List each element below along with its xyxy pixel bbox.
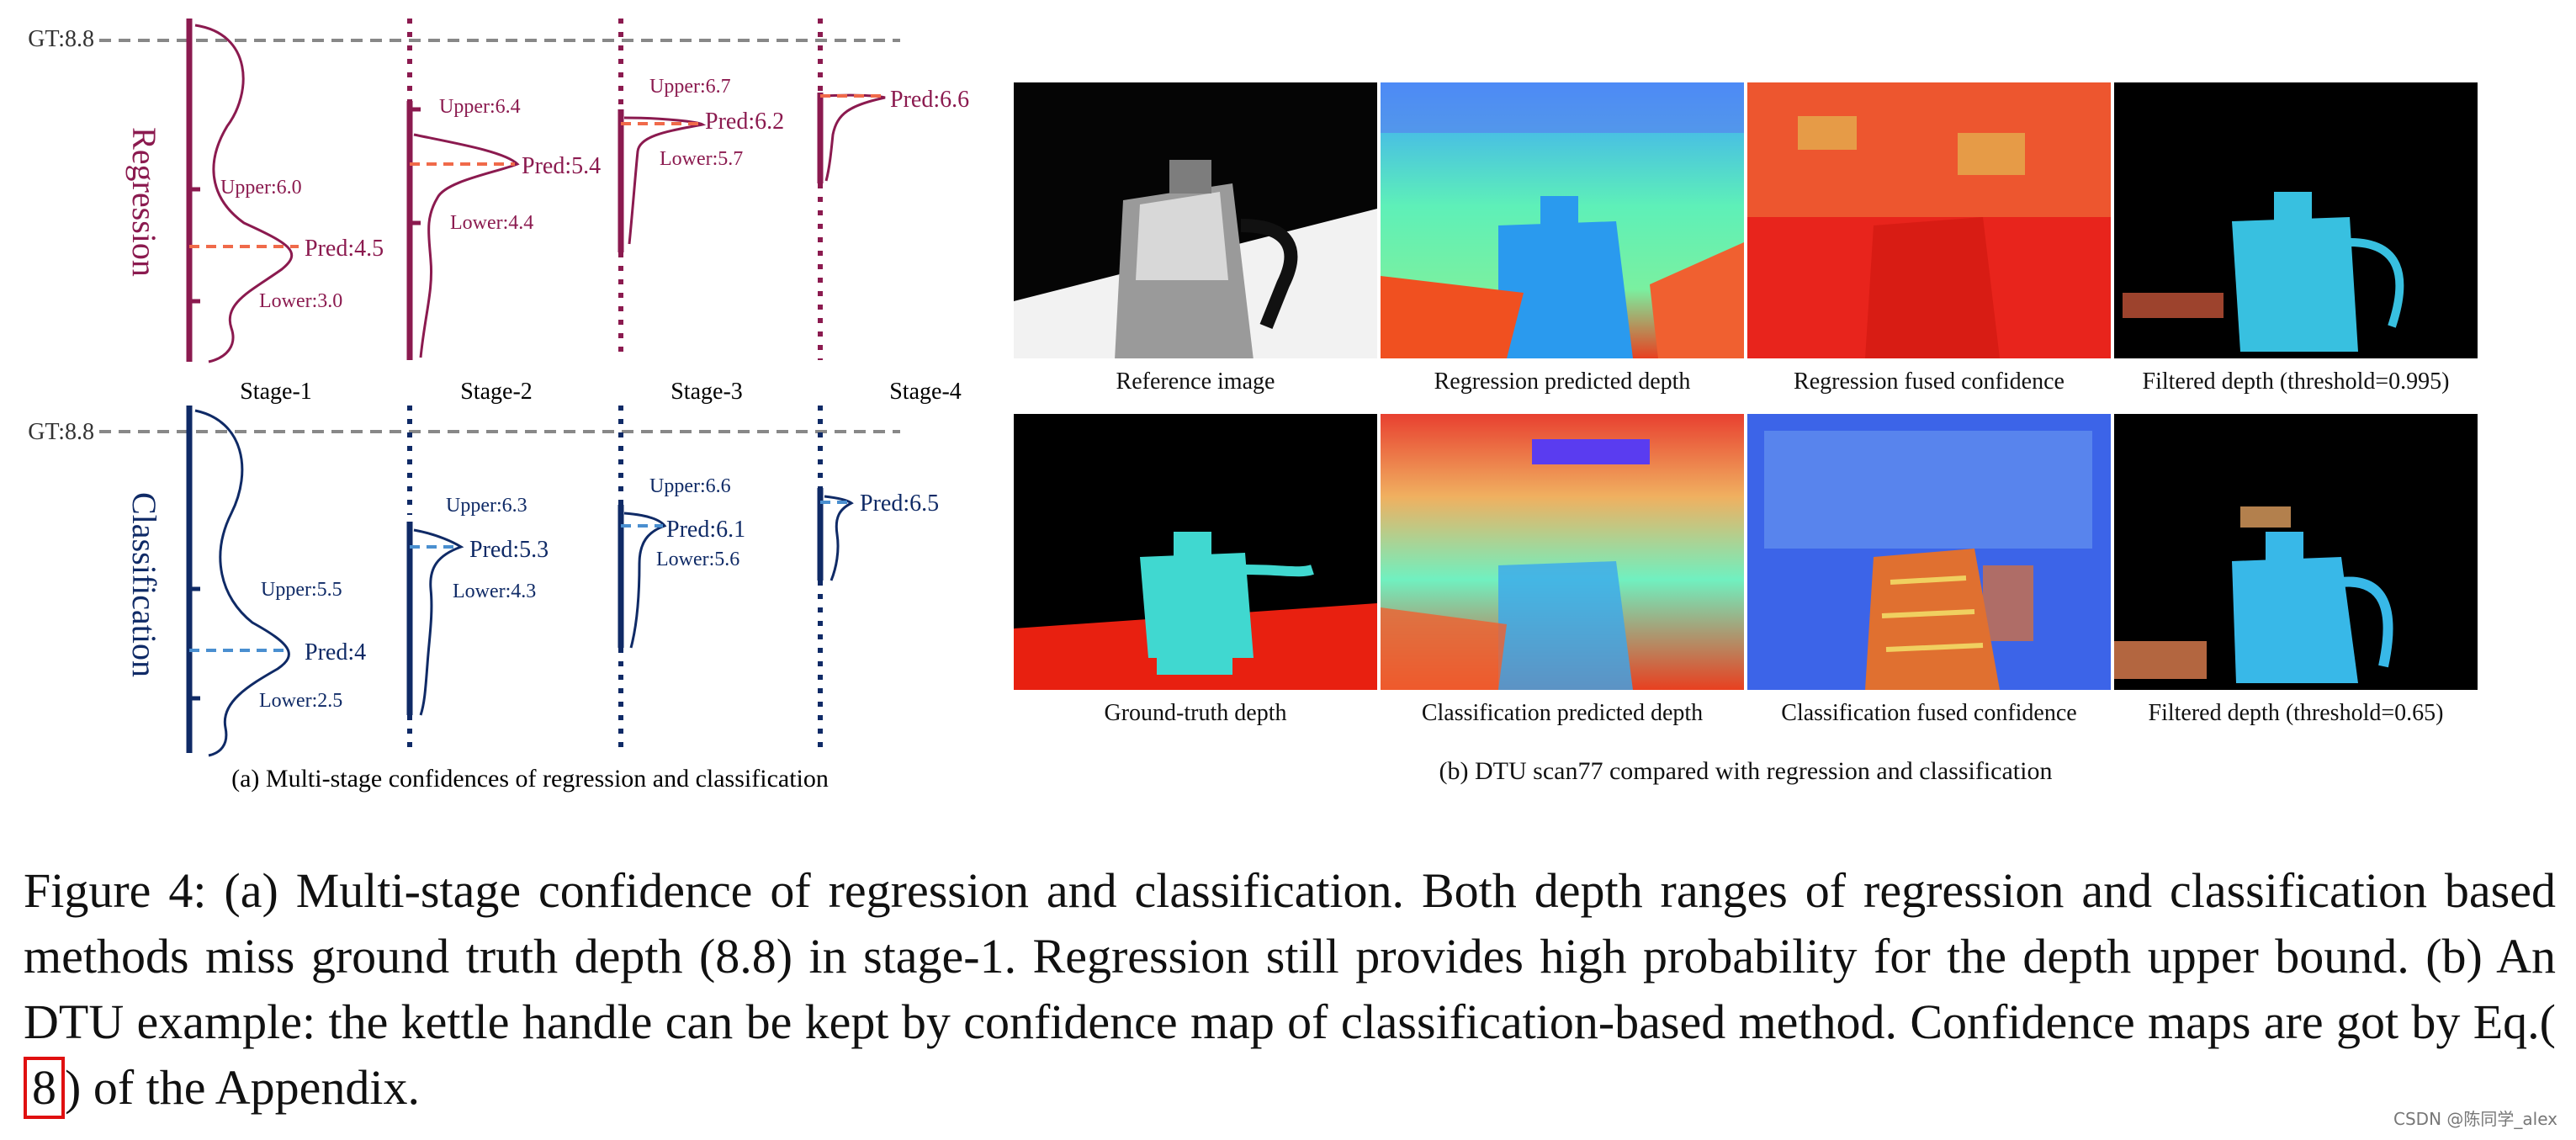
label-classification-predicted-depth: Classification predicted depth — [1421, 700, 1704, 726]
label-regression-predicted-depth: Regression predicted depth — [1434, 369, 1691, 395]
curve-reg-stage2 — [413, 133, 520, 358]
regression-predicted-depth — [1381, 82, 1744, 358]
gt-label-classification: GT:8.8 — [28, 419, 94, 445]
curve-cls-stage3 — [623, 512, 667, 649]
pred-label-reg-stage3: Pred:6.2 — [705, 109, 784, 135]
confidence-plots-svg: GT:8.8 Regression Upper:6.0 Pred:4.5 Low… — [28, 19, 969, 793]
upper-label-cls-stage1: Upper:5.5 — [261, 579, 342, 601]
reference-image — [1014, 82, 1377, 358]
lower-label-cls-stage3: Lower:5.6 — [656, 549, 739, 570]
label-ground-truth-depth: Ground-truth depth — [1104, 700, 1287, 726]
lower-label-cls-stage2: Lower:4.3 — [453, 581, 536, 602]
stage-label-4: Stage-4 — [889, 379, 962, 405]
lower-label-reg-stage3: Lower:5.7 — [660, 148, 743, 170]
row-label-regression: Regression — [125, 127, 163, 277]
lower-label-cls-stage1: Lower:2.5 — [259, 690, 342, 712]
regression-fused-confidence — [1747, 82, 2111, 358]
pred-label-cls-stage1: Pred:4 — [305, 639, 366, 665]
lower-label-reg-stage1: Lower:3.0 — [259, 290, 342, 312]
stage-label-1: Stage-1 — [240, 379, 312, 405]
figure-caption: Figure 4: (a) Multi-stage confidence of … — [24, 858, 2556, 1121]
row-label-classification: Classification — [125, 492, 163, 677]
filtered-depth-regression — [2114, 82, 2478, 358]
pred-label-cls-stage2: Pred:5.3 — [469, 537, 549, 563]
label-filtered-depth-regression: Filtered depth (threshold=0.995) — [2142, 369, 2450, 395]
lower-label-reg-stage2: Lower:4.4 — [450, 212, 533, 234]
upper-label-cls-stage2: Upper:6.3 — [446, 495, 527, 517]
curve-cls-stage2 — [413, 528, 464, 716]
pred-label-reg-stage1: Pred:4.5 — [305, 236, 384, 262]
watermark: CSDN @陈同学_alex — [2393, 1109, 2557, 1129]
gt-label-regression: GT:8.8 — [28, 26, 94, 52]
pred-label-reg-stage2: Pred:5.4 — [522, 153, 601, 179]
curve-cls-stage4 — [824, 495, 854, 581]
classification-fused-confidence — [1747, 414, 2111, 690]
pred-label-cls-stage4: Pred:6.5 — [860, 490, 939, 517]
panel-a-confidence-plots: GT:8.8 Regression Upper:6.0 Pred:4.5 Low… — [0, 0, 993, 825]
panel-b-caption: (b) DTU scan77 compared with regression … — [1439, 757, 2053, 785]
upper-label-reg-stage3: Upper:6.7 — [649, 76, 731, 98]
pred-label-reg-stage4: Pred:6.6 — [890, 87, 969, 113]
caption-text-after-ref: ) of the Appendix. — [65, 1060, 421, 1115]
label-regression-fused-confidence: Regression fused confidence — [1794, 369, 2065, 395]
curve-reg-stage1 — [194, 24, 294, 363]
upper-label-cls-stage3: Upper:6.6 — [649, 475, 731, 497]
equation-reference-link[interactable]: 8 — [24, 1057, 65, 1119]
stage-label-2: Stage-2 — [460, 379, 533, 405]
caption-text-before-ref: Figure 4: (a) Multi-stage confidence of … — [24, 863, 2556, 1049]
ground-truth-depth — [1014, 414, 1377, 690]
label-filtered-depth-classification: Filtered depth (threshold=0.65) — [2148, 700, 2444, 726]
classification-predicted-depth — [1381, 414, 1744, 690]
label-classification-fused-confidence: Classification fused confidence — [1781, 700, 2077, 726]
panel-b-image-grid: Reference image Regression predicted dep… — [1014, 76, 2478, 791]
pred-label-cls-stage3: Pred:6.1 — [666, 517, 745, 543]
upper-label-reg-stage1: Upper:6.0 — [220, 177, 302, 199]
label-reference-image: Reference image — [1116, 369, 1275, 395]
curve-cls-stage1 — [194, 409, 290, 757]
stage-label-3: Stage-3 — [671, 379, 743, 405]
filtered-depth-classification — [2114, 414, 2478, 690]
upper-label-reg-stage2: Upper:6.4 — [439, 96, 521, 118]
curve-reg-stage4 — [824, 93, 886, 182]
panel-a-caption: (a) Multi-stage confidences of regressio… — [231, 765, 829, 793]
curve-reg-stage3 — [623, 116, 707, 245]
